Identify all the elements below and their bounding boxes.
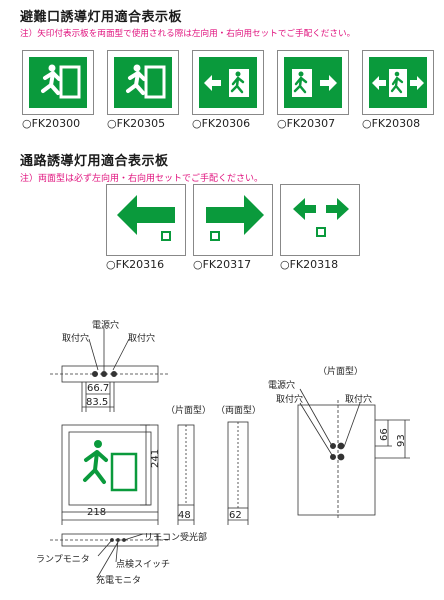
- label-mount-hole-left: 取付穴: [62, 334, 90, 344]
- code-fk20306: ○FK20306: [192, 117, 251, 130]
- sign-fk20318: [280, 184, 360, 256]
- code-fk20318: ○FK20318: [280, 258, 339, 271]
- sign-fk20306: [192, 50, 264, 115]
- arrow-left-icon: [117, 195, 175, 241]
- power-hole-dot: [101, 370, 108, 377]
- section2-title: 通路誘導灯用適合表示板: [20, 154, 169, 169]
- dim-62: 62: [229, 510, 242, 521]
- dim-218: 218: [87, 507, 107, 518]
- sign-fk20305: [107, 50, 179, 115]
- code-fk20316: ○FK20316: [106, 258, 165, 271]
- code-fk20305: ○FK20305: [107, 117, 166, 130]
- section1-title: 避難口誘導灯用適合表示板: [20, 10, 183, 25]
- label-mount-hole-right3: 取付穴: [345, 395, 373, 405]
- sign-fk20317: [193, 184, 273, 256]
- code-fk20317: ○FK20317: [193, 258, 252, 271]
- dim-66-7: 66.7: [87, 383, 110, 394]
- arrow-both-door-icon: [372, 69, 424, 97]
- label-mount-hole-right2: 取付穴: [276, 395, 304, 405]
- label-single-type-right: （片面型）: [318, 367, 364, 377]
- label-power-hole-top: 電源穴: [92, 321, 120, 331]
- section2-note: 注）両面型は必ず左向用・右向用セットでご手配ください。: [20, 174, 264, 184]
- front-view-body: [61, 424, 159, 513]
- dim-93: 93: [396, 434, 407, 447]
- front-view-runner-icon: [83, 440, 138, 492]
- label-power-hole-right: 電源穴: [268, 381, 296, 391]
- label-check-switch: 点検スイッチ: [116, 560, 171, 570]
- label-single-type: （片面型）: [166, 406, 212, 416]
- section1-note: 注）矢印付表示板を両面型で使用される際は左向用・右向用セットでご手配ください。: [20, 29, 356, 39]
- arrow-right-door-icon: [292, 69, 337, 97]
- label-double-type: （両面型）: [216, 406, 262, 416]
- label-remote-receiver: リモコン受光部: [144, 533, 208, 543]
- sign-fk20316: [106, 184, 186, 256]
- dim-48: 48: [178, 510, 191, 521]
- code-fk20307: ○FK20307: [277, 117, 336, 130]
- sign-fk20308: [362, 50, 434, 115]
- mount-hole-right-dot: [111, 370, 118, 377]
- code-fk20308: ○FK20308: [362, 117, 421, 130]
- label-mount-hole-right: 取付穴: [128, 334, 156, 344]
- label-lamp-monitor: ランプモニタ: [36, 555, 90, 565]
- label-charge-monitor: 充電モニタ: [96, 576, 142, 586]
- dim-241: 241: [150, 448, 161, 468]
- code-fk20300: ○FK20300: [22, 117, 81, 130]
- sign-fk20300: [22, 50, 94, 115]
- arrow-both-icon: [293, 198, 349, 237]
- back-view-body: [297, 404, 376, 516]
- arrow-right-icon: [206, 195, 264, 241]
- running-man-door-icon: [41, 64, 81, 99]
- dim-83-5: 83.5: [86, 397, 109, 408]
- running-man-door-icon: [126, 64, 166, 99]
- dim-66: 66: [379, 428, 390, 441]
- arrow-left-door-icon: [204, 69, 249, 97]
- mount-hole-left-dot: [92, 370, 99, 377]
- sign-fk20307: [277, 50, 349, 115]
